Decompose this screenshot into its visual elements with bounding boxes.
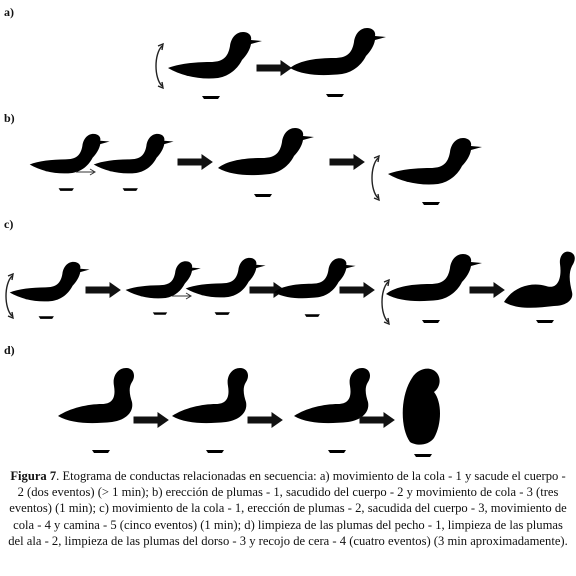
tail-movement-arrow [381, 279, 390, 325]
bird-figure [168, 32, 262, 99]
sequence-arrow [359, 412, 395, 428]
bird-figure [504, 246, 576, 323]
panel-label-d: d) [4, 343, 15, 357]
bird-figure [294, 368, 370, 453]
row-d [58, 368, 440, 457]
row-b [29, 128, 482, 205]
caption-text: . Etograma de conductas relacionadas en … [8, 469, 568, 548]
bird-figure [29, 133, 110, 191]
bird-figure [282, 28, 388, 97]
sequence-arrow [339, 282, 375, 298]
bird-figure [210, 128, 316, 197]
panel-label-a: a) [4, 5, 14, 19]
sequence-arrow [247, 412, 283, 428]
bird-figure [185, 257, 266, 315]
bird-figure [378, 254, 484, 323]
figure-caption: Figura 7. Etograma de conductas relacion… [6, 468, 570, 549]
bird-figure [172, 368, 248, 453]
panel-label-c: c) [4, 217, 14, 231]
figure-number: Figura 7 [10, 469, 57, 483]
ethogram-drawing [5, 28, 576, 457]
bird-figure [388, 138, 482, 205]
panel-label-b: b) [4, 111, 15, 125]
sequence-arrow [133, 412, 169, 428]
sequence-arrow [469, 282, 505, 298]
row-c [5, 246, 576, 325]
tail-movement-arrow [371, 155, 380, 201]
sequence-arrow [329, 154, 365, 170]
sequence-arrow [177, 154, 213, 170]
tail-movement-arrow [155, 43, 164, 89]
bird-figure [402, 368, 440, 457]
sequence-arrow [256, 60, 292, 76]
sequence-arrow [85, 282, 121, 298]
bird-figure [58, 368, 134, 453]
tail-movement-arrow [5, 273, 14, 319]
row-a [155, 28, 388, 99]
bird-figure [9, 261, 90, 319]
